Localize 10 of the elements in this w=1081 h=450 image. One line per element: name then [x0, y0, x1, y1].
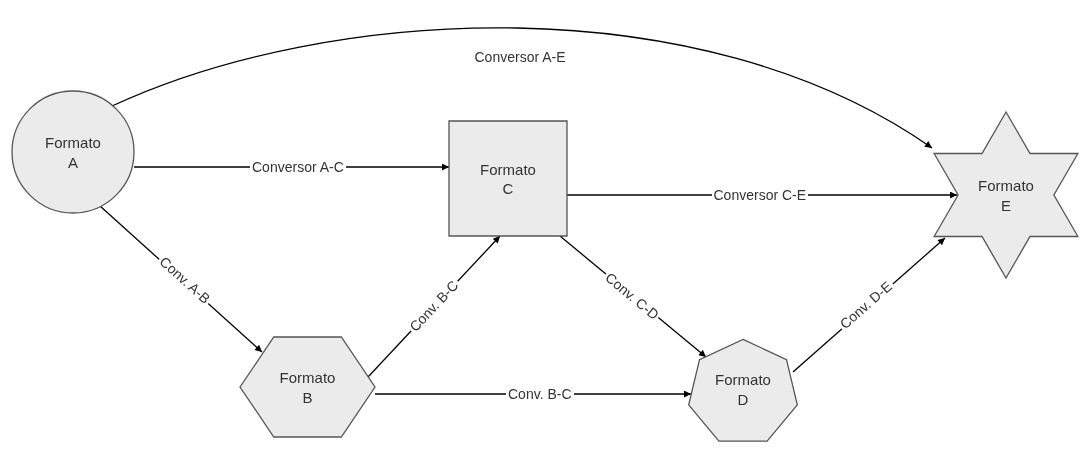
edge-label: Conv. B-C	[506, 386, 574, 402]
edge-label: Conversor C-E	[711, 187, 809, 203]
node-label: Formato C	[480, 159, 536, 198]
node-label: Formato E	[978, 175, 1034, 215]
node-label: Formato A	[45, 132, 101, 172]
node-label: Formato D	[715, 369, 771, 409]
arrow	[111, 27, 933, 149]
node-label: Formato B	[279, 367, 336, 407]
edge-label: Conversor A-E	[473, 49, 567, 65]
edge-label: Conversor A-C	[250, 159, 346, 175]
